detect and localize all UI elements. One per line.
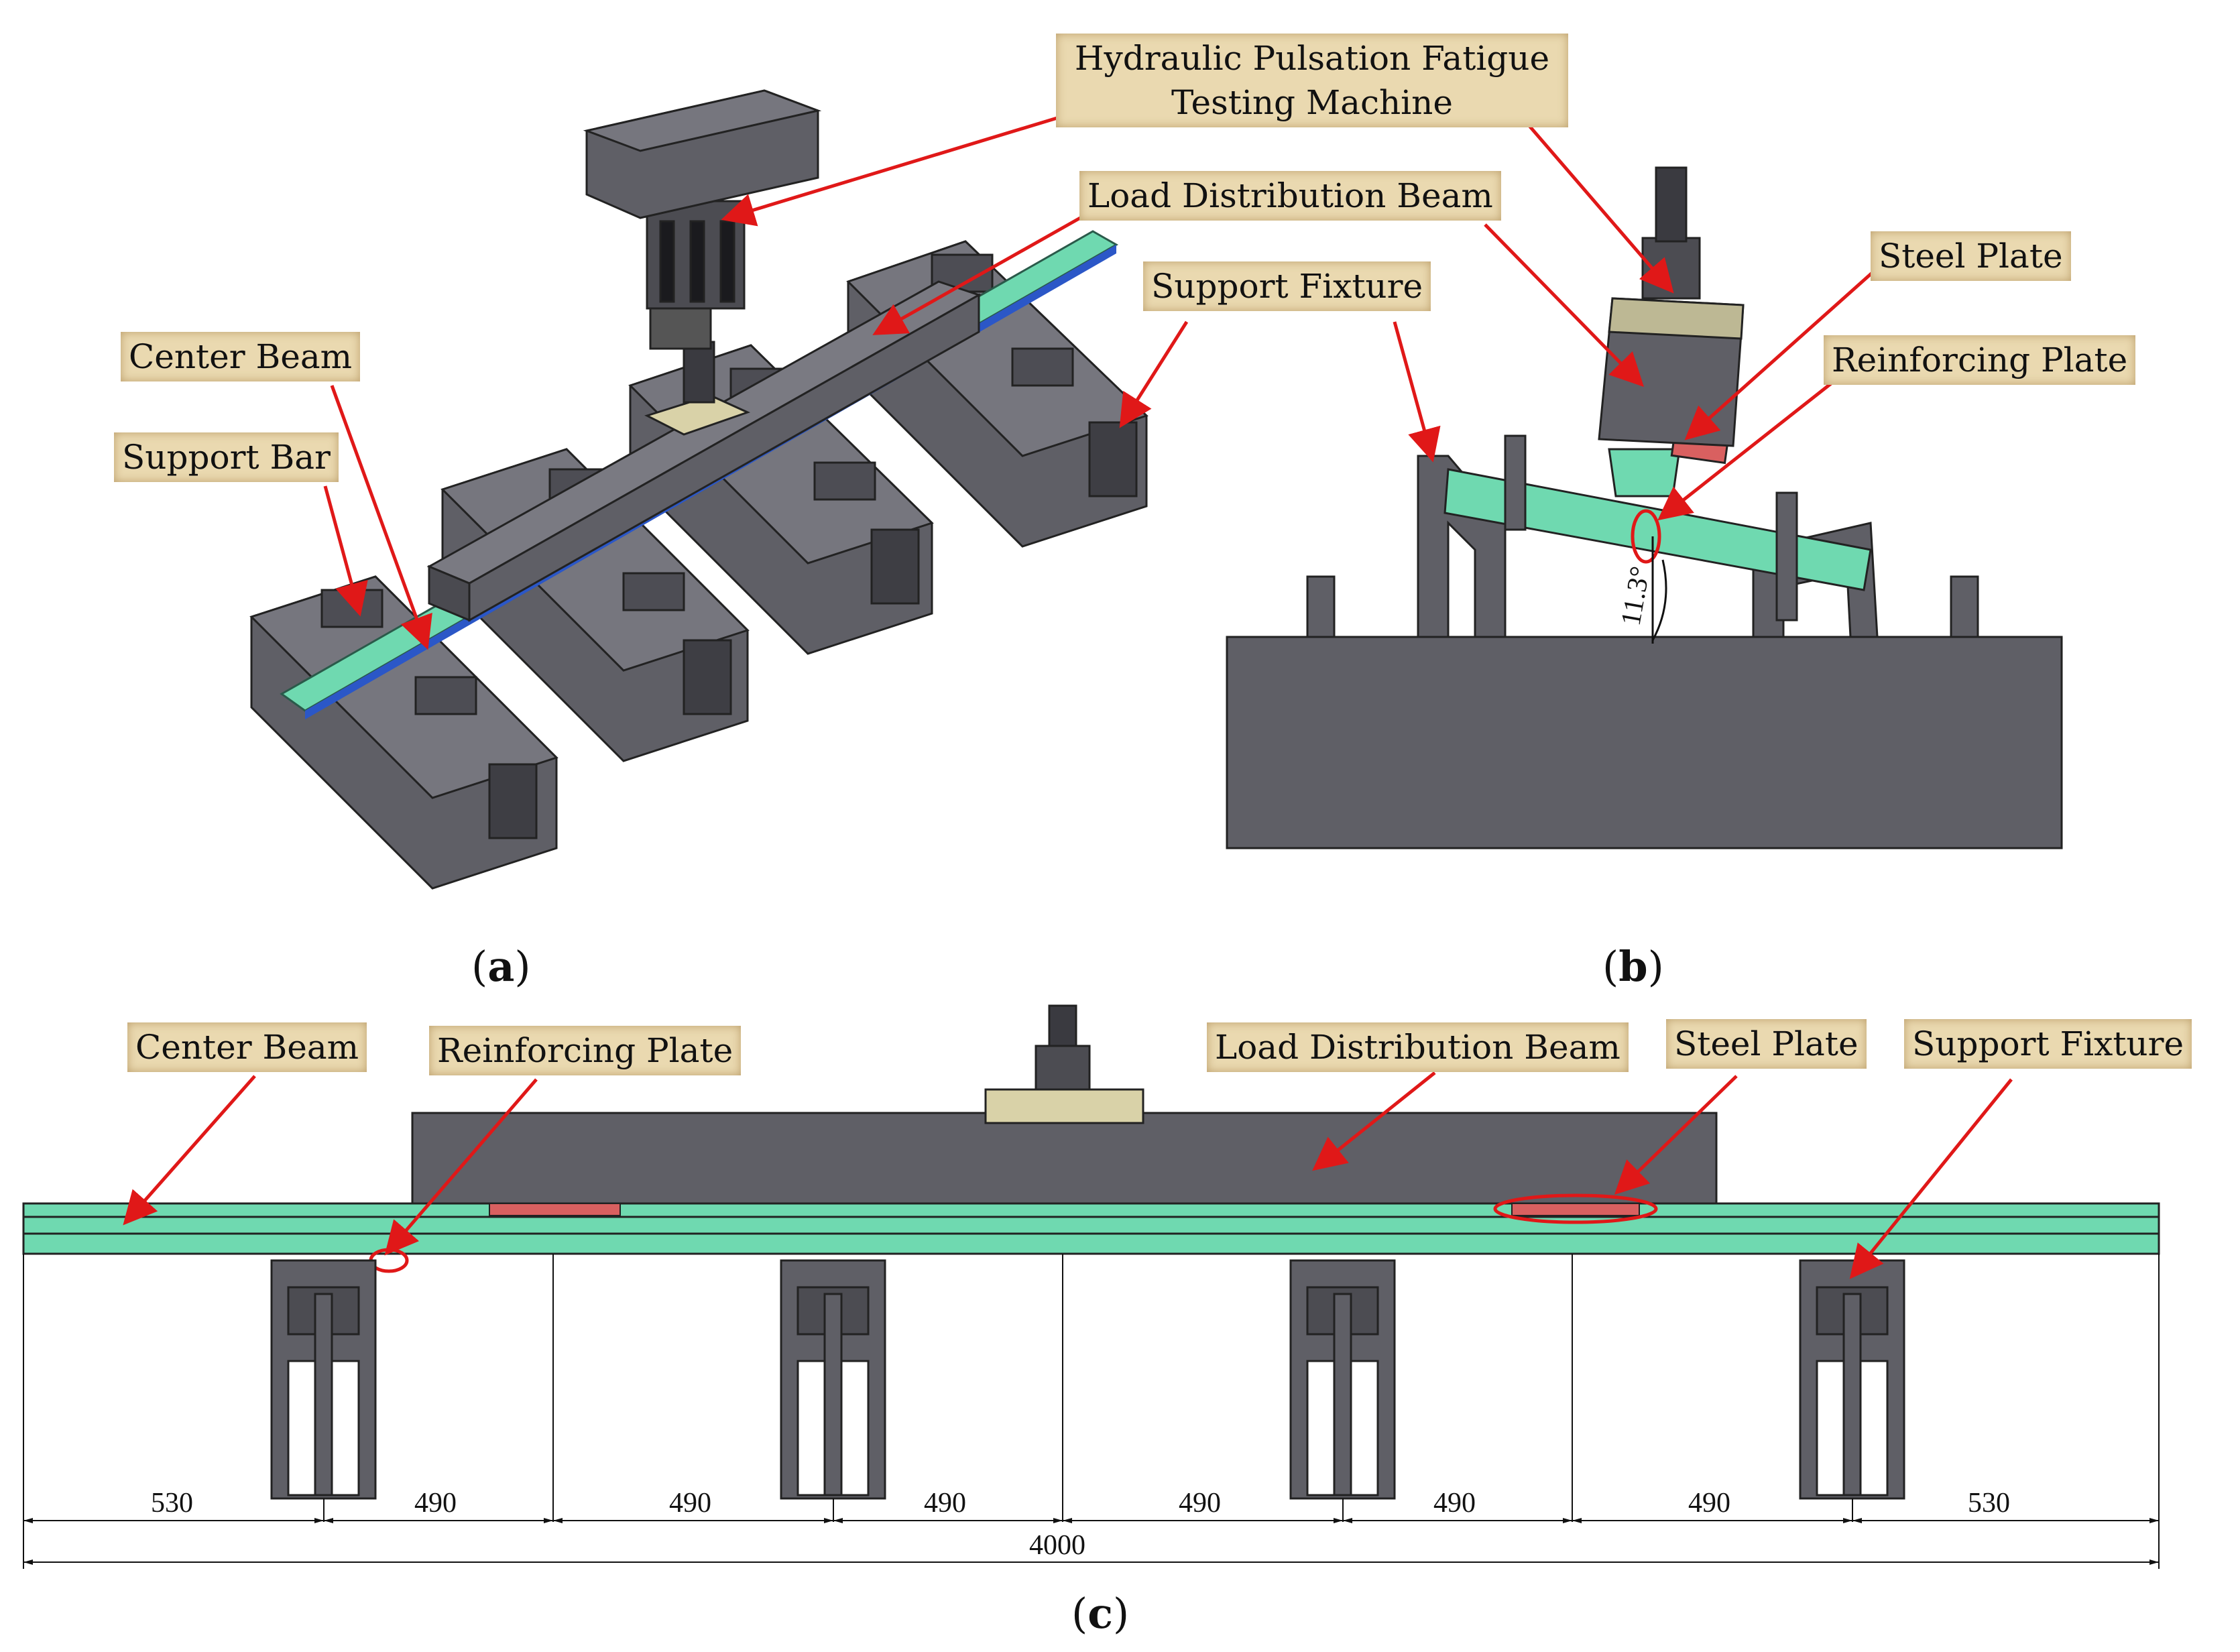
panel-a-drawing: [249, 89, 1148, 890]
label-support-bar: Support Bar: [114, 432, 339, 482]
callout-arrows: [123, 115, 2013, 1279]
label-center-beam-a: Center Beam: [121, 332, 361, 381]
label-reinforcing-plate-b: Reinforcing Plate: [1824, 335, 2136, 385]
panel-label-c: (c): [1071, 1589, 1130, 1638]
dim-segment-3: 490: [669, 1488, 711, 1519]
label-reinforcing-plate-c: Reinforcing Plate: [429, 1026, 742, 1075]
label-steel-plate-b: Steel Plate: [1871, 231, 2071, 281]
dim-segment-5: 490: [1179, 1488, 1221, 1519]
fixture-base: [1226, 636, 2063, 849]
label-load-distribution-beam-c: Load Distribution Beam: [1207, 1022, 1629, 1072]
dim-segment-6: 490: [1433, 1488, 1476, 1519]
dim-segment-4: 490: [924, 1488, 966, 1519]
label-support-fixture-c: Support Fixture: [1904, 1019, 2192, 1069]
fixtures-elev: [270, 1259, 1905, 1500]
load-distribution-beam-elev: [411, 1112, 1718, 1205]
actuator: [583, 89, 822, 404]
dimension-lines: [23, 1518, 2159, 1565]
dim-segment-7: 490: [1688, 1488, 1730, 1519]
label-load-distribution-beam-a: Load Distribution Beam: [1079, 171, 1501, 221]
dim-segment-8: 530: [1968, 1488, 2010, 1519]
panel-label-a: (a): [471, 942, 531, 991]
dim-segment-2: 490: [414, 1488, 457, 1519]
label-steel-plate-c: Steel Plate: [1666, 1019, 1867, 1069]
panel-c-drawing: 530 490 490 490 490 490 490 530 4000: [22, 1004, 2160, 1569]
label-hydraulic-machine: Hydraulic Pulsation Fatigue Testing Mach…: [1056, 34, 1568, 127]
label-center-beam-c: Center Beam: [127, 1022, 367, 1072]
reinforcing-plate-marker: [1631, 509, 1661, 564]
steel-plate-elev: [1511, 1203, 1640, 1216]
center-beam-elev: [22, 1202, 2160, 1255]
reinforcing-plate-elev: [489, 1203, 621, 1216]
dim-segment-1: 530: [151, 1488, 193, 1519]
dim-total: 4000: [1029, 1530, 1085, 1561]
angle-label: 11.3°: [1616, 564, 1657, 628]
label-support-fixture-a: Support Fixture: [1143, 261, 1431, 311]
load-distribution-beam-iso: [426, 280, 982, 622]
panel-label-b: (b): [1602, 942, 1664, 991]
